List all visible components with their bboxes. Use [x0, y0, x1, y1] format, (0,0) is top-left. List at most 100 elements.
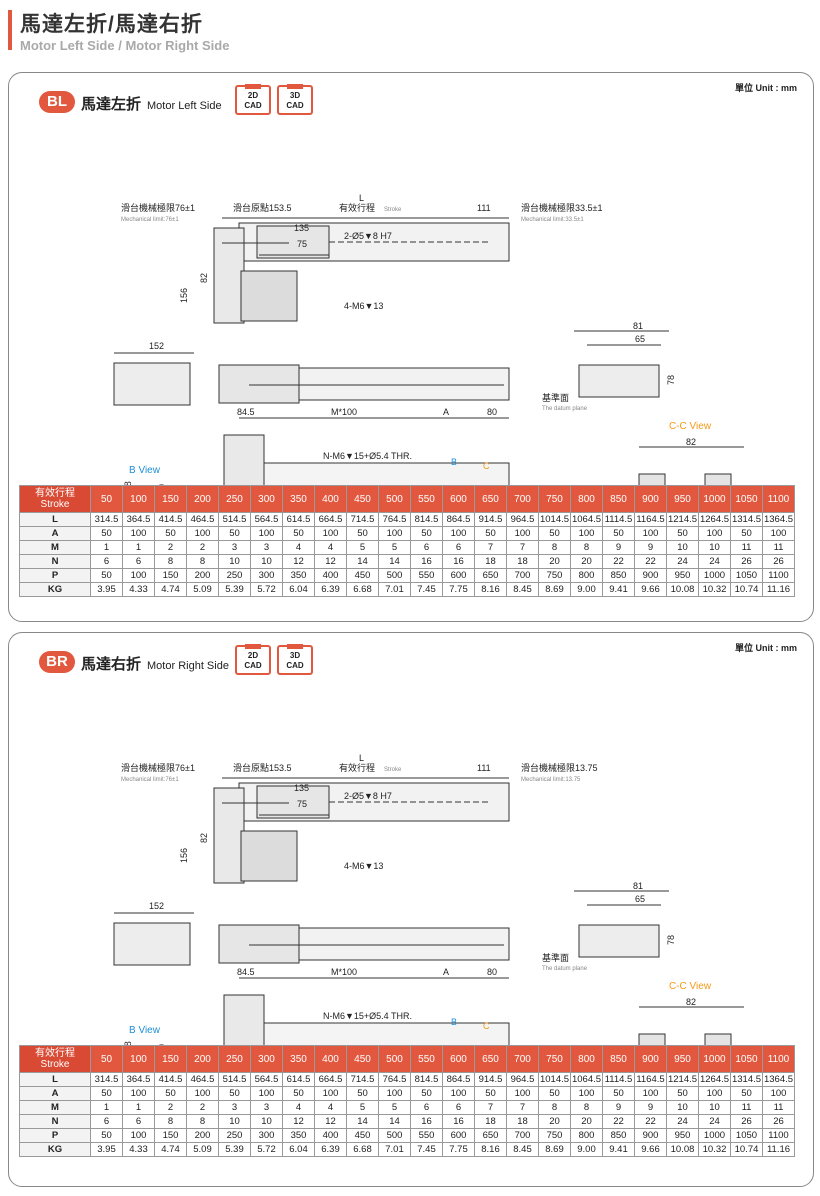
table-cell: 14 — [346, 1114, 379, 1129]
table-cell: 12 — [282, 1114, 315, 1129]
table-cell: 514.5 — [218, 1072, 251, 1087]
table-cell: 4 — [282, 540, 315, 555]
table-cell: 50 — [730, 1086, 763, 1101]
table-cell: 6.39 — [314, 582, 347, 597]
drawing-label-b-view: B View — [129, 1025, 161, 1036]
table-cell: 18 — [474, 1114, 507, 1129]
stroke-value-header: 200 — [186, 1045, 219, 1073]
table-cell: 950 — [666, 1128, 699, 1143]
table-cell: 5 — [346, 540, 379, 555]
drawing-label-d81: 81 — [633, 881, 643, 891]
table-cell: 1364.5 — [762, 1072, 795, 1087]
table-cell: 9.00 — [570, 1142, 603, 1157]
table-cell: 100 — [122, 526, 155, 541]
table-cell: 7 — [474, 540, 507, 555]
table-cell: 100 — [698, 1086, 731, 1101]
table-cell: 350 — [282, 568, 315, 583]
table-cell: 12 — [314, 1114, 347, 1129]
table-cell: 5.09 — [186, 582, 219, 597]
table-cell: 1114.5 — [602, 1072, 635, 1087]
drawing-label-d156: 156 — [179, 848, 189, 863]
table-cell: 100 — [122, 568, 155, 583]
drawing-label-d152: 152 — [149, 901, 164, 911]
table-cell: 2 — [186, 540, 219, 555]
table-cell: 50 — [218, 1086, 251, 1101]
table-cell: 10.32 — [698, 1142, 731, 1157]
table-cell: 8 — [538, 1100, 571, 1115]
drawing-label-b-view: B View — [129, 465, 161, 476]
table-cell: 150 — [154, 568, 187, 583]
drawing-label-B: B — [451, 1017, 457, 1027]
row-label: M — [19, 540, 91, 555]
table-cell: 1364.5 — [762, 512, 795, 527]
table-cell: 50 — [410, 1086, 443, 1101]
stroke-value-header: 250 — [218, 1045, 251, 1073]
table-cell: 9 — [602, 540, 635, 555]
table-cell: 100 — [186, 1086, 219, 1101]
stroke-value-header: 700 — [506, 1045, 539, 1073]
table-cell: 1 — [90, 540, 123, 555]
drawing-label-d82: 82 — [686, 997, 696, 1007]
table-cell: 850 — [602, 568, 635, 583]
table-cell: 1000 — [698, 568, 731, 583]
table-cell: 9.41 — [602, 1142, 635, 1157]
table-cell: 8 — [570, 540, 603, 555]
table-cell: 100 — [314, 526, 347, 541]
table-cell: 16 — [410, 554, 443, 569]
table-cell: 100 — [378, 526, 411, 541]
page-title: 馬達左折/馬達右折 — [20, 13, 203, 36]
table-cell: 5.09 — [186, 1142, 219, 1157]
drawing-label-thr: N-M6▼15+Ø5.4 THR. — [323, 1011, 412, 1021]
table-cell: 1014.5 — [538, 1072, 571, 1087]
drawing-label-L: L — [359, 193, 364, 203]
unit-label: 單位 Unit : mm — [735, 83, 797, 93]
table-cell: 4.74 — [154, 582, 187, 597]
stroke-value-header: 350 — [282, 485, 315, 513]
drawing-label-d111: 111 — [477, 763, 491, 773]
table-cell: 614.5 — [282, 512, 315, 527]
table-cell: 314.5 — [90, 512, 123, 527]
panel-badge: BL — [39, 91, 75, 113]
row-label: A — [19, 526, 91, 541]
table-cell: 1264.5 — [698, 512, 731, 527]
table-cell: 564.5 — [250, 1072, 283, 1087]
table-cell: 150 — [154, 1128, 187, 1143]
drawing-label-pin: 2-Ø5▼8 H7 — [344, 231, 392, 241]
table-cell: 664.5 — [314, 512, 347, 527]
drawing-label-d78: 78 — [666, 935, 676, 945]
table-cell: 7 — [506, 540, 539, 555]
table-cell: 50 — [90, 1128, 123, 1143]
drawing-label-d111: 111 — [477, 203, 491, 213]
drawing-label-cc-view: C-C View — [669, 981, 712, 992]
table-cell: 12 — [314, 554, 347, 569]
table-cell: 1000 — [698, 1128, 731, 1143]
stroke-value-header: 1050 — [730, 1045, 763, 1073]
table-cell: 6 — [90, 1114, 123, 1129]
table-cell: 50 — [538, 526, 571, 541]
table-cell: 50 — [90, 568, 123, 583]
table-cell: 800 — [570, 568, 603, 583]
table-cell: 5 — [346, 1100, 379, 1115]
table-cell: 100 — [634, 1086, 667, 1101]
drawing-label-stroke-en: Stroke — [384, 207, 402, 213]
table-cell: 100 — [506, 1086, 539, 1101]
stroke-value-header: 250 — [218, 485, 251, 513]
table-cell: 664.5 — [314, 1072, 347, 1087]
stroke-value-header: 400 — [314, 1045, 347, 1073]
table-cell: 2 — [154, 540, 187, 555]
table-cell: 50 — [346, 1086, 379, 1101]
table-cell: 3.95 — [90, 1142, 123, 1157]
table-cell: 50 — [154, 526, 187, 541]
table-cell: 614.5 — [282, 1072, 315, 1087]
table-cell: 100 — [442, 1086, 475, 1101]
row-label: N — [19, 554, 91, 569]
drawing-label-L: L — [359, 753, 364, 763]
table-cell: 6.04 — [282, 1142, 315, 1157]
table-cell: 4 — [282, 1100, 315, 1115]
table-cell: 16 — [410, 1114, 443, 1129]
table-cell: 500 — [378, 1128, 411, 1143]
